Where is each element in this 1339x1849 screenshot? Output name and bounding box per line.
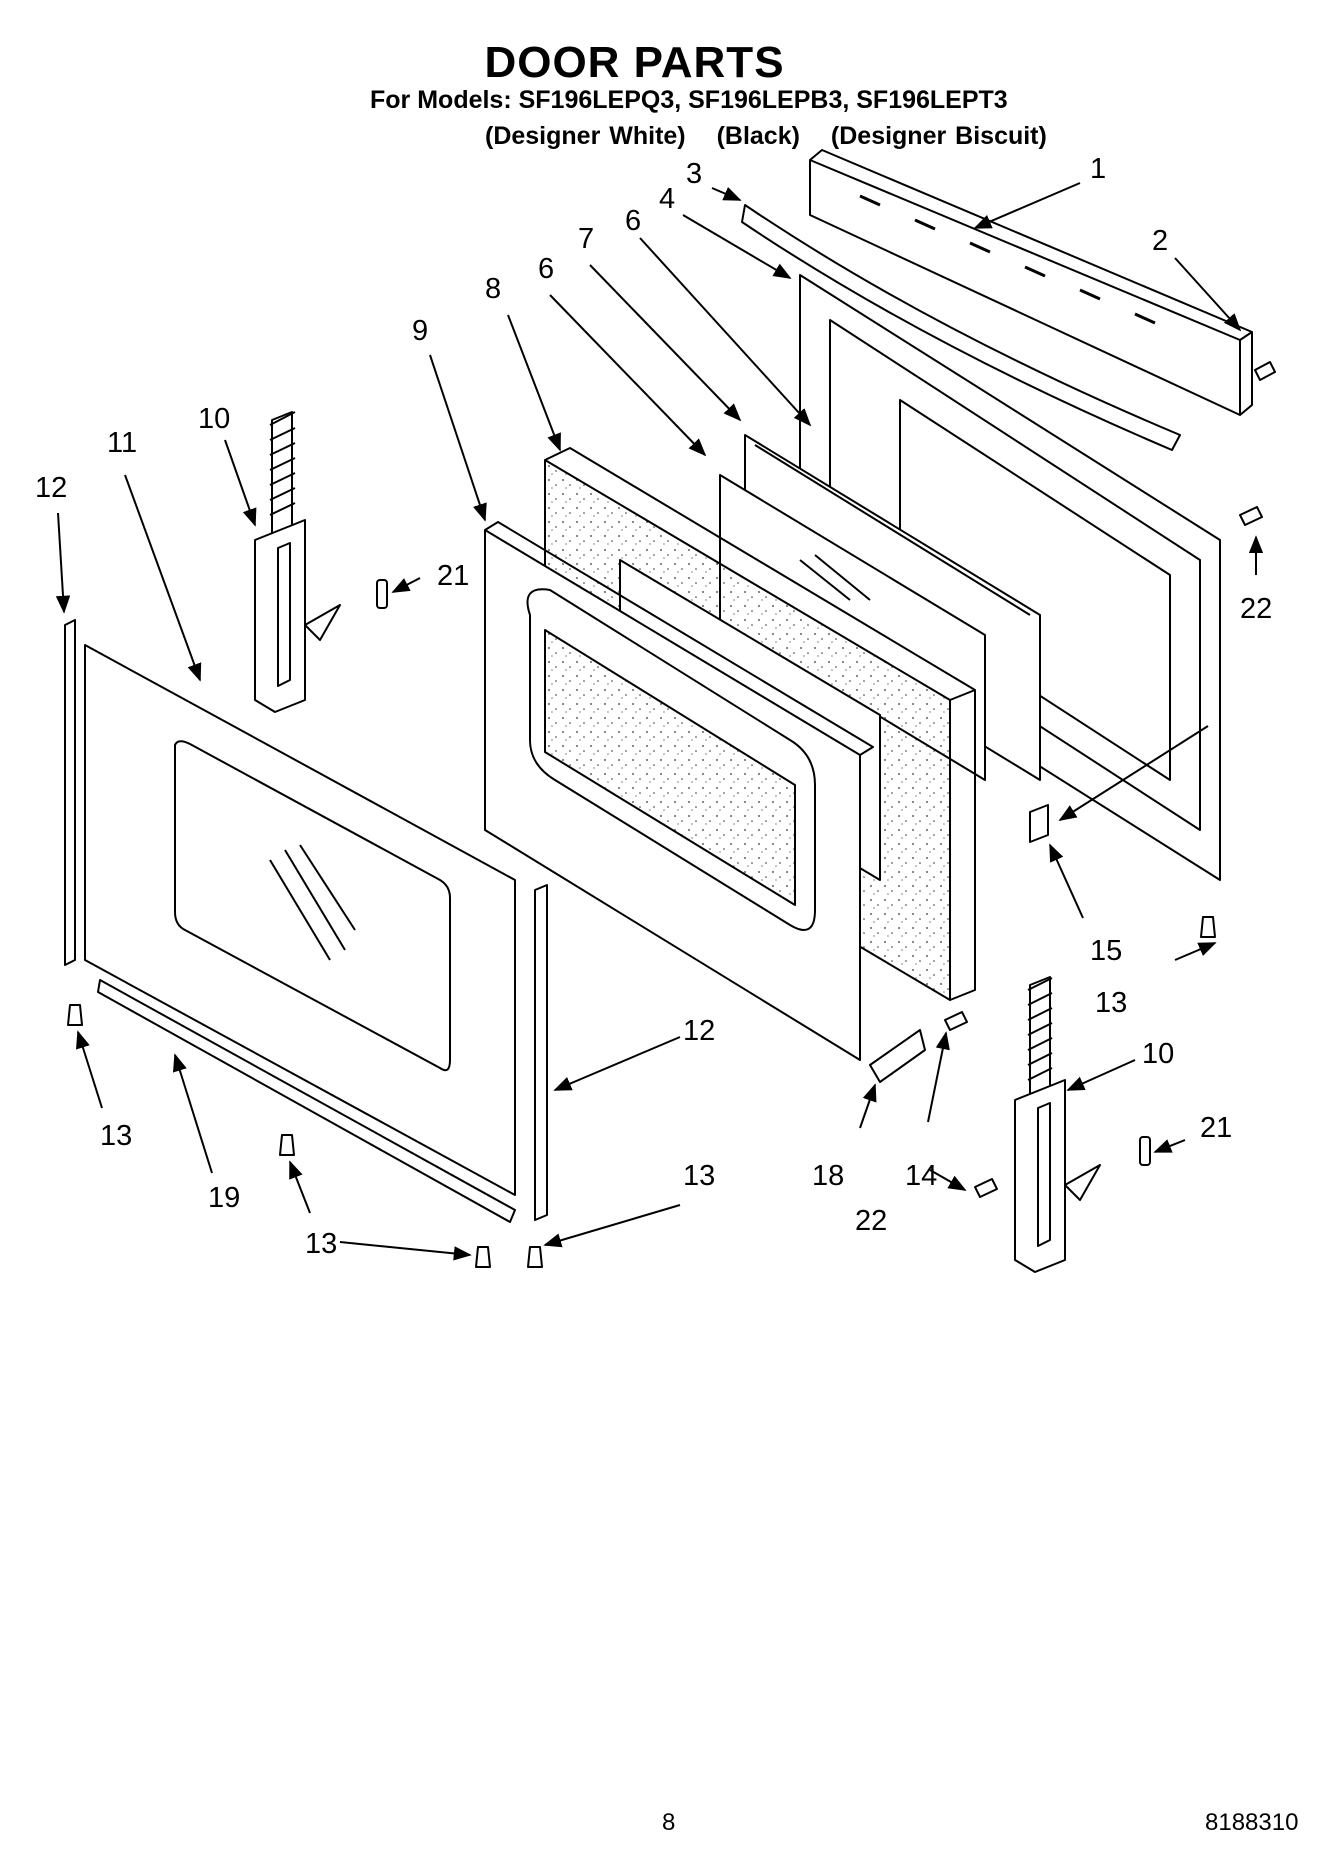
color-designer-biscuit: (Designer Biscuit) xyxy=(830,122,1047,150)
leader-lines xyxy=(55,182,1264,1261)
callout-12-left: 12 xyxy=(35,472,67,504)
callout-13-center: 13 xyxy=(683,1160,715,1192)
callout-labels: 1 2 3 4 6 7 6 8 9 10 11 12 21 22 15 13 1… xyxy=(35,153,1272,1260)
callout-14: 14 xyxy=(905,1160,937,1192)
callout-22-lower: 22 xyxy=(855,1205,887,1237)
callout-18: 18 xyxy=(812,1160,844,1192)
hinge-right-part xyxy=(1014,976,1101,1273)
callout-4: 4 xyxy=(659,183,675,215)
callout-11: 11 xyxy=(107,427,137,459)
callout-9: 9 xyxy=(412,315,428,347)
callout-21-right: 21 xyxy=(1200,1112,1232,1144)
screw-2 xyxy=(1254,361,1276,381)
screw-22-upper xyxy=(1239,506,1263,526)
callout-6-lower: 6 xyxy=(538,253,554,285)
page-title: DOOR PARTS xyxy=(484,38,785,87)
door-liner-part xyxy=(484,521,874,1061)
bracket-18 xyxy=(869,1029,926,1083)
hinge-pin-21-right xyxy=(1139,1136,1151,1166)
callout-1: 1 xyxy=(1090,153,1106,185)
callout-12-right: 12 xyxy=(683,1015,715,1047)
callout-15: 15 xyxy=(1090,935,1122,967)
callout-2: 2 xyxy=(1152,225,1168,257)
callout-21-left: 21 xyxy=(437,560,469,592)
callout-6-upper: 6 xyxy=(625,205,641,237)
color-designer-white: (Designer White) xyxy=(485,122,686,150)
callout-10-left: 10 xyxy=(198,403,230,435)
callout-13-right: 13 xyxy=(1095,987,1127,1019)
bottom-trim-part xyxy=(97,979,516,1223)
callout-8: 8 xyxy=(485,273,501,305)
callout-19: 19 xyxy=(208,1182,240,1214)
callout-10-right: 10 xyxy=(1142,1038,1174,1070)
callout-13-left: 13 xyxy=(100,1120,132,1152)
clip-15 xyxy=(1029,804,1049,843)
screw-22-lower xyxy=(974,1178,998,1198)
callout-22-upper: 22 xyxy=(1240,593,1272,625)
color-black: (Black) xyxy=(716,122,800,150)
side-trim-right-part xyxy=(534,884,548,1221)
callout-7: 7 xyxy=(578,223,594,255)
models-line: For Models: SF196LEPQ3, SF196LEPB3, SF19… xyxy=(370,86,1008,114)
outer-door-glass-part xyxy=(84,644,516,1196)
door-handle-part xyxy=(741,204,1181,451)
screw-14 xyxy=(944,1011,968,1031)
hinge-pin-21-left xyxy=(376,579,388,609)
side-trim-left-part xyxy=(64,619,76,966)
colors-line: (Designer White) (Black) (Designer Biscu… xyxy=(485,122,1069,151)
document-number: 8188310 xyxy=(1205,1809,1299,1836)
vent-trim-part xyxy=(809,149,1253,416)
callout-3: 3 xyxy=(686,158,702,190)
callout-13-bottom: 13 xyxy=(305,1228,337,1260)
screw-13-set xyxy=(67,916,1216,1268)
page-number: 8 xyxy=(662,1809,676,1836)
hinge-left-part xyxy=(254,411,341,713)
